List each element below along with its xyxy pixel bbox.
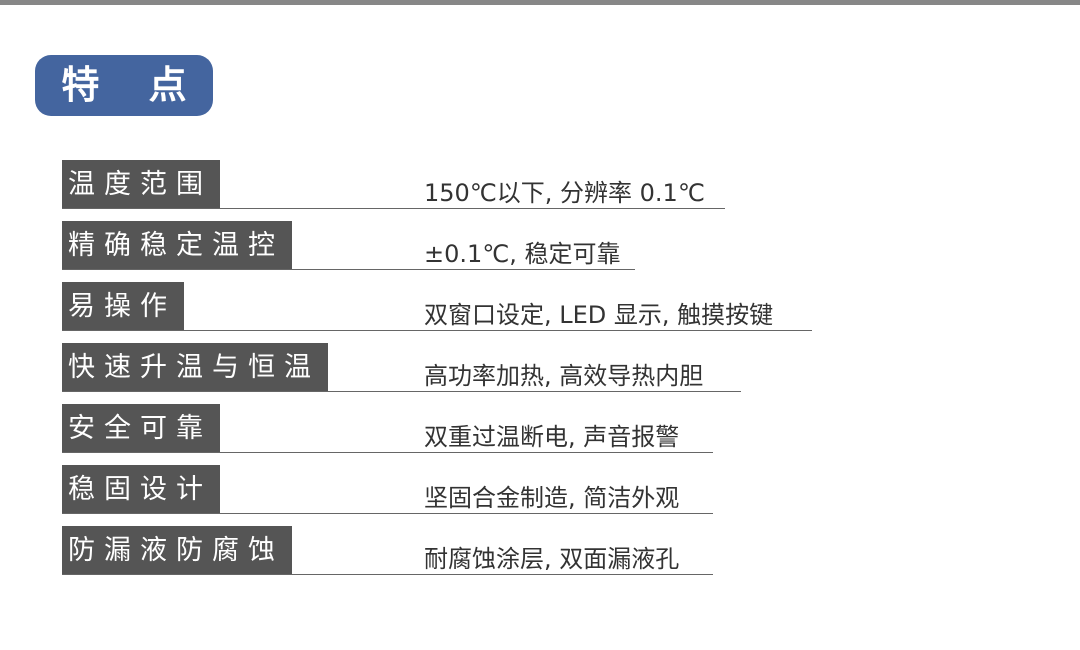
feature-value: 双重过温断电, 声音报警: [424, 423, 680, 451]
section-title-badge: 特 点: [35, 55, 213, 116]
feature-label: 精确稳定温控: [62, 221, 292, 270]
feature-value: 高功率加热, 高效导热内胆: [424, 362, 704, 390]
feature-value: 双窗口设定, LED 显示, 触摸按键: [424, 301, 774, 329]
feature-row-robust-design: 稳固设计 坚固合金制造, 简洁外观: [62, 465, 762, 526]
feature-underline: [62, 330, 812, 331]
feature-underline: [62, 269, 635, 270]
feature-row-leak-corrosion: 防漏液防腐蚀 耐腐蚀涂层, 双面漏液孔: [62, 526, 762, 587]
feature-row-safety: 安全可靠 双重过温断电, 声音报警: [62, 404, 762, 465]
feature-label: 防漏液防腐蚀: [62, 526, 292, 575]
top-divider-bar: [0, 0, 1080, 5]
feature-value: ±0.1℃, 稳定可靠: [424, 240, 621, 268]
feature-row-easy-operation: 易操作 双窗口设定, LED 显示, 触摸按键: [62, 282, 812, 343]
feature-row-temperature-range: 温度范围 150℃以下, 分辨率 0.1℃: [62, 160, 762, 221]
feature-row-fast-heating: 快速升温与恒温 高功率加热, 高效导热内胆: [62, 343, 762, 404]
feature-underline: [62, 574, 713, 575]
feature-list: 温度范围 150℃以下, 分辨率 0.1℃ 精确稳定温控 ±0.1℃, 稳定可靠…: [62, 160, 812, 587]
feature-underline: [62, 208, 725, 209]
feature-value: 150℃以下, 分辨率 0.1℃: [424, 179, 705, 207]
feature-label: 快速升温与恒温: [62, 343, 328, 392]
feature-value: 耐腐蚀涂层, 双面漏液孔: [424, 545, 680, 573]
feature-underline: [62, 452, 713, 453]
feature-row-precise-control: 精确稳定温控 ±0.1℃, 稳定可靠: [62, 221, 762, 282]
feature-label: 安全可靠: [62, 404, 220, 453]
feature-label: 温度范围: [62, 160, 220, 209]
feature-label: 易操作: [62, 282, 184, 331]
feature-value: 坚固合金制造, 简洁外观: [424, 484, 680, 512]
feature-underline: [62, 513, 713, 514]
feature-label: 稳固设计: [62, 465, 220, 514]
feature-underline: [62, 391, 741, 392]
